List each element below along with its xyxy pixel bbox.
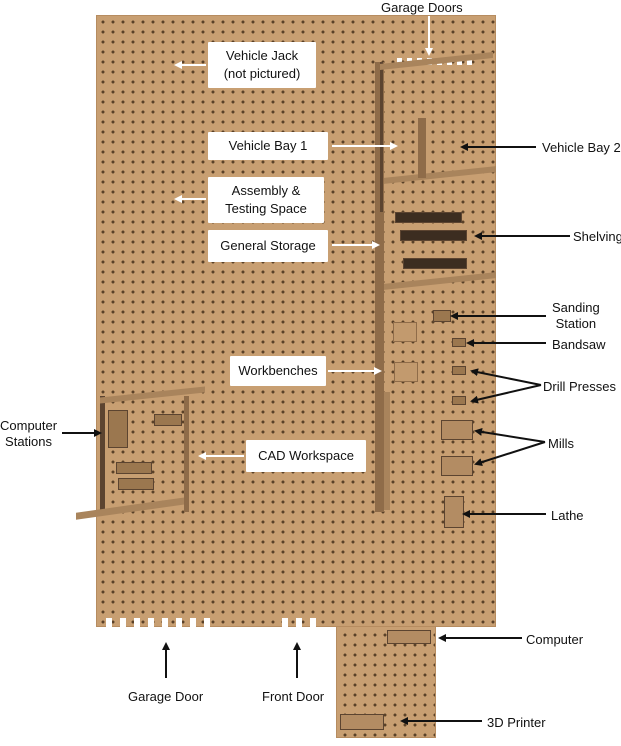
arrow-drill-press-2 — [472, 385, 541, 401]
arrow-mill-1 — [476, 431, 545, 442]
arrow-drill-press-1 — [472, 371, 541, 385]
arrow-mill-2 — [476, 442, 545, 464]
